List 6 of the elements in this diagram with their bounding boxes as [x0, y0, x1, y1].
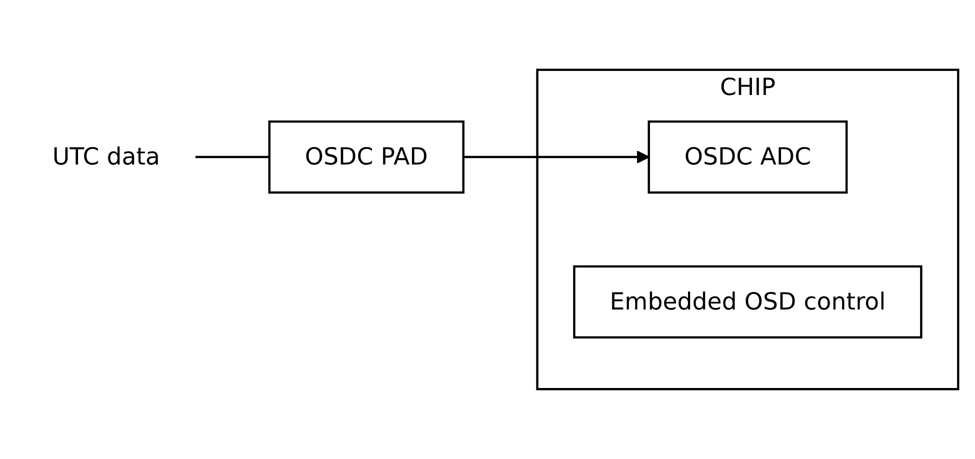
arrow — [463, 150, 650, 164]
node-box: OSDC ADC — [648, 120, 848, 194]
node-box: OSDC PAD — [268, 120, 464, 194]
connector — [195, 156, 270, 158]
node-box: Embedded OSD control — [573, 265, 922, 339]
node-text: UTC data — [52, 142, 160, 170]
